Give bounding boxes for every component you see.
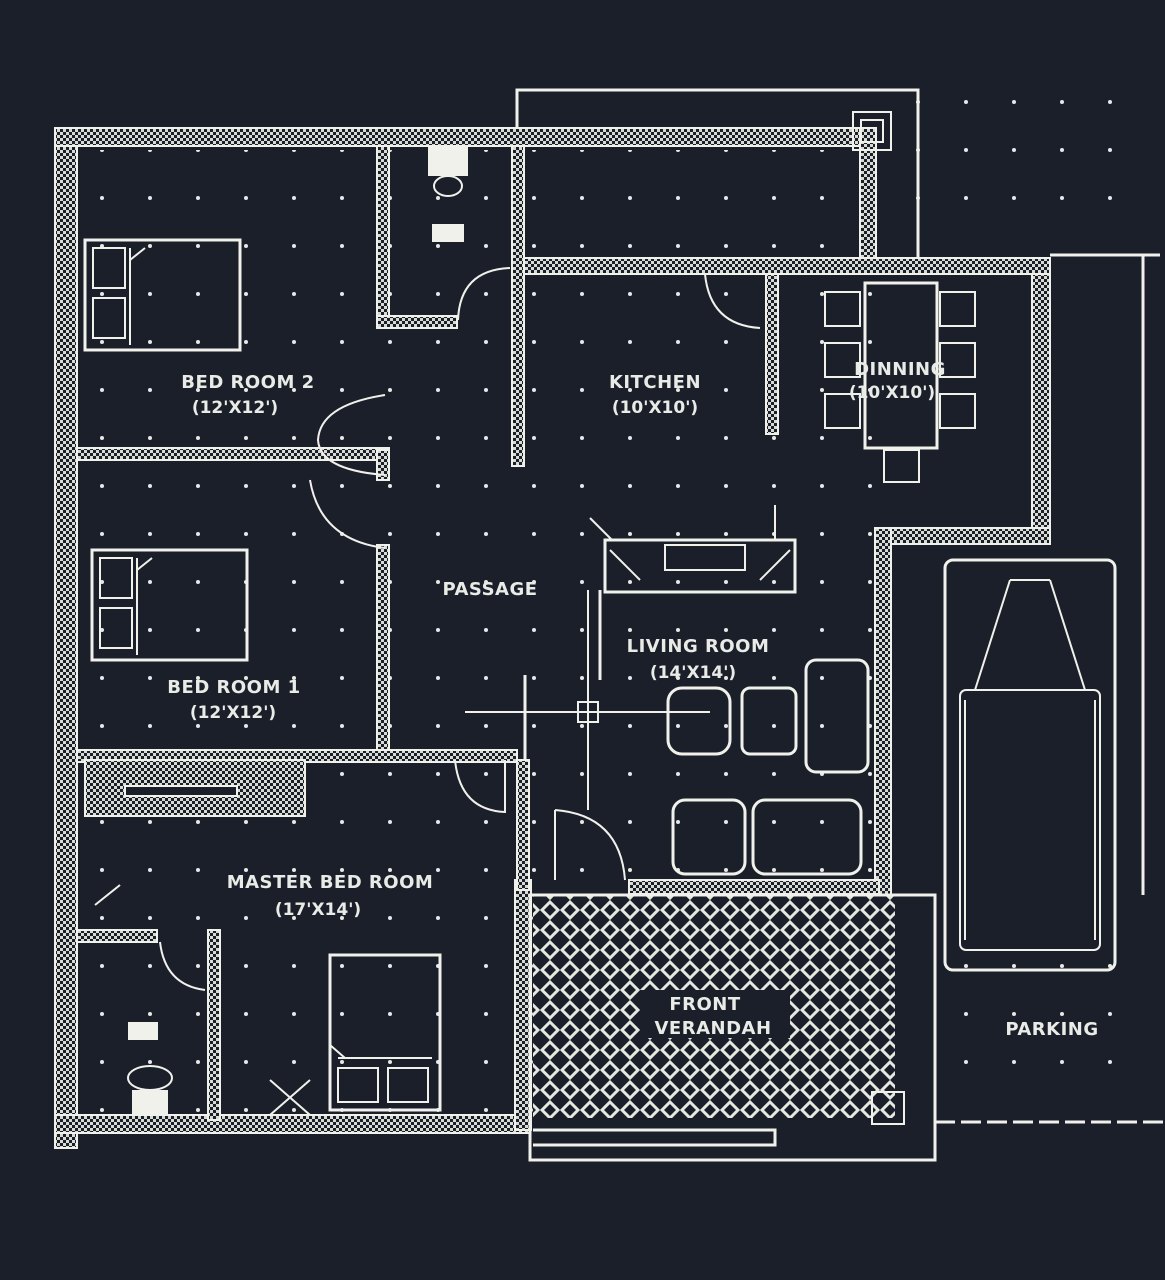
toilet-icon	[428, 146, 468, 242]
crosshair	[465, 590, 710, 810]
toilet-icon	[127, 1022, 173, 1114]
tv-unit	[589, 505, 797, 594]
dining-table	[824, 281, 976, 483]
bed-icon	[328, 953, 442, 1112]
master-bedroom-label: MASTER BED ROOM	[227, 872, 434, 893]
passage-label: PASSAGE	[442, 579, 537, 600]
living-room-size: (14'X14')	[650, 663, 736, 683]
master-bedroom-size: (17'X14')	[275, 900, 361, 920]
verandah-label-line2: VERANDAH	[654, 1018, 771, 1039]
bedroom1-size: (12'X12')	[190, 703, 276, 723]
living-room-label: LIVING ROOM	[627, 636, 770, 657]
back-court	[515, 88, 920, 258]
sofa-set	[666, 658, 870, 876]
living-partition	[523, 590, 602, 760]
kitchen-label: KITCHEN	[609, 372, 701, 393]
bed-icon	[90, 548, 249, 662]
car-icon	[943, 558, 1117, 972]
bedroom2-size: (12'X12')	[192, 398, 278, 418]
bedroom2-label: BED ROOM 2	[181, 372, 314, 393]
wardrobe	[84, 759, 306, 817]
bed-icon	[83, 238, 242, 352]
dining-label: DINNING	[854, 359, 946, 380]
door-swings	[94, 267, 761, 1116]
dining-size: (10'X10')	[849, 383, 935, 403]
bedroom1-label: BED ROOM 1	[167, 677, 300, 698]
verandah-label-line1: FRONT	[669, 994, 741, 1015]
kitchen-size: (10'X10')	[612, 398, 698, 418]
exterior-walls	[54, 127, 1051, 1149]
verandah-label-backdrop	[640, 990, 790, 1038]
parking-label: PARKING	[1005, 1019, 1098, 1040]
parking	[935, 253, 1165, 1124]
